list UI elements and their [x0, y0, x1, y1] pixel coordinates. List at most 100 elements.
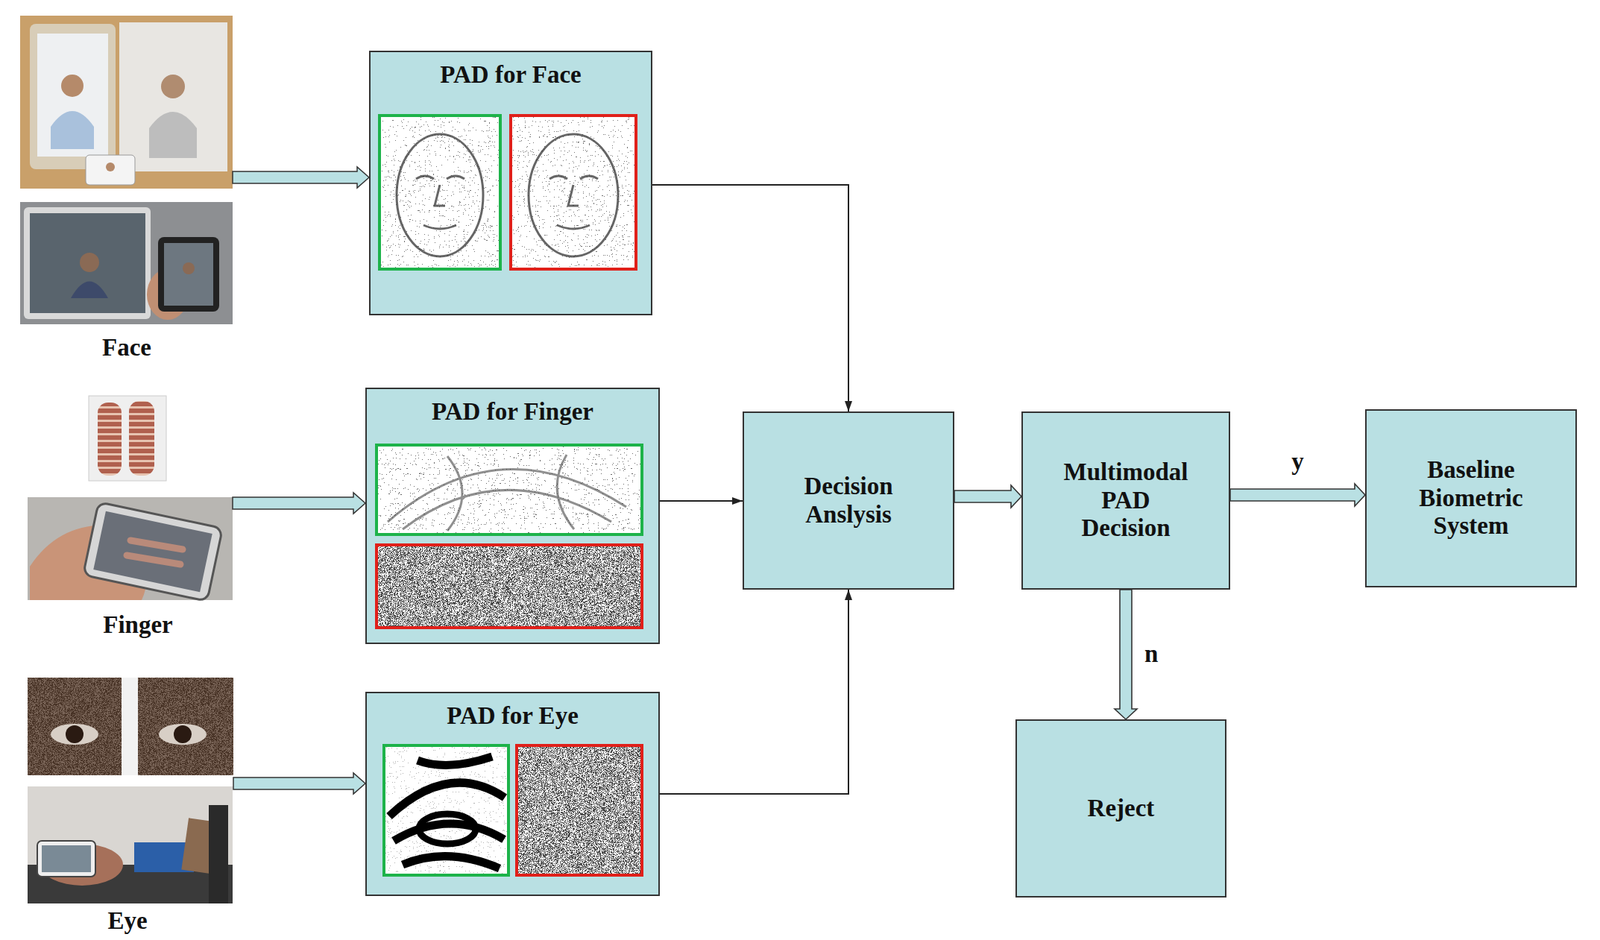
- person-body: [50, 111, 94, 150]
- attack-frame: [376, 545, 642, 628]
- person-arm: [208, 805, 229, 904]
- phone: [37, 841, 96, 877]
- box-fill: [743, 412, 954, 590]
- box-fill: [1022, 412, 1230, 590]
- photo-bg: [88, 395, 167, 481]
- texture-image: [510, 115, 636, 270]
- box-text: Reject: [1087, 794, 1155, 824]
- phone: [158, 237, 220, 312]
- box-text: Baseline Biometric System: [1396, 456, 1546, 542]
- input-arrow: [233, 773, 366, 795]
- edge-label: y: [1291, 448, 1305, 477]
- block-arrow: [954, 485, 1022, 508]
- hand: [41, 843, 124, 886]
- pad-module-box: PAD for Finger: [365, 387, 660, 645]
- photo-bg: [20, 15, 233, 189]
- texture-image: [376, 545, 642, 628]
- texture-wash: [376, 545, 642, 628]
- print-texture: [27, 677, 234, 776]
- texture-wash: [510, 115, 636, 270]
- texture-image: [383, 745, 509, 876]
- box-text: Decision Anslysis: [773, 472, 924, 530]
- person-head: [105, 162, 115, 172]
- input-arrow: [232, 492, 366, 514]
- tablet: [29, 23, 116, 170]
- texture-image: [379, 115, 501, 270]
- connector-arrow: [659, 500, 743, 502]
- person-head: [61, 74, 84, 97]
- box-heading: PAD for Face: [439, 61, 581, 90]
- paper-strip: [121, 677, 138, 776]
- photo-bg: [20, 202, 233, 325]
- box-fill: [366, 692, 660, 896]
- connector-arrow: [652, 184, 849, 412]
- bona-fide-frame: [376, 445, 642, 535]
- box-heading: PAD for Eye: [446, 702, 579, 731]
- eye-white: [158, 723, 207, 745]
- box-fill: [1016, 720, 1226, 897]
- face-features: [416, 175, 465, 229]
- face-sketch: [528, 134, 619, 257]
- box-fill: [1365, 410, 1577, 587]
- process-box: Reject: [1015, 719, 1227, 898]
- pad-module-box: PAD for Eye: [365, 691, 660, 897]
- box-fill: [369, 51, 652, 315]
- iris: [65, 725, 84, 744]
- texture-wash: [376, 445, 642, 535]
- person-body: [70, 281, 109, 299]
- person-body: [149, 111, 197, 159]
- modality-label: Eye: [107, 907, 147, 936]
- face-outline: [528, 134, 619, 257]
- photo-bg: [27, 677, 234, 776]
- person-head: [182, 262, 195, 275]
- attack-frame: [510, 115, 636, 270]
- connector-arrow: [659, 589, 849, 795]
- bona-fide-frame: [379, 115, 501, 270]
- paper-print: [119, 22, 228, 172]
- block-arrow: [1114, 589, 1137, 720]
- attack-frame: [516, 745, 642, 876]
- box-text: Multimodal PAD Decision: [1057, 458, 1196, 544]
- texture-wash: [379, 115, 501, 270]
- texture-image: [383, 745, 509, 876]
- texture-image: [376, 445, 642, 535]
- eye-contours: [389, 756, 505, 869]
- box-heading: PAD for Finger: [431, 398, 594, 427]
- finger-on-screen: [126, 540, 183, 565]
- face-sketch: [396, 134, 484, 257]
- artefact-finger: [97, 402, 122, 476]
- input-arrow: [232, 167, 370, 188]
- bona-fide-frame: [383, 745, 509, 876]
- process-box: Baseline Biometric System: [1365, 409, 1577, 588]
- texture-image: [516, 745, 642, 876]
- artefact-finger: [128, 401, 155, 476]
- ridge-lines: [387, 454, 627, 531]
- block-arrow: [1230, 483, 1366, 507]
- phone: [85, 155, 135, 185]
- eye-white: [50, 723, 99, 745]
- phone: [82, 501, 223, 601]
- tablet: [23, 207, 151, 320]
- photo-bg: [27, 786, 233, 904]
- phone-screen: [164, 243, 214, 306]
- phone-screen: [93, 511, 212, 593]
- edge-label: n: [1144, 640, 1158, 669]
- modality-label: Face: [102, 334, 152, 363]
- modality-label: Finger: [102, 611, 173, 640]
- person-head: [161, 74, 185, 99]
- tablet-screen: [37, 33, 109, 157]
- texture-wash: [516, 745, 642, 876]
- pad-module-box: PAD for Face: [369, 50, 653, 316]
- phone-screen: [41, 845, 91, 873]
- face-features: [549, 175, 598, 229]
- eye-contours: [419, 814, 476, 844]
- iris: [173, 725, 192, 744]
- tablet-screen: [29, 213, 146, 314]
- process-box: Decision Anslysis: [742, 411, 955, 590]
- box-fill: [366, 388, 660, 644]
- person-head: [79, 252, 100, 273]
- face-outline: [396, 134, 484, 257]
